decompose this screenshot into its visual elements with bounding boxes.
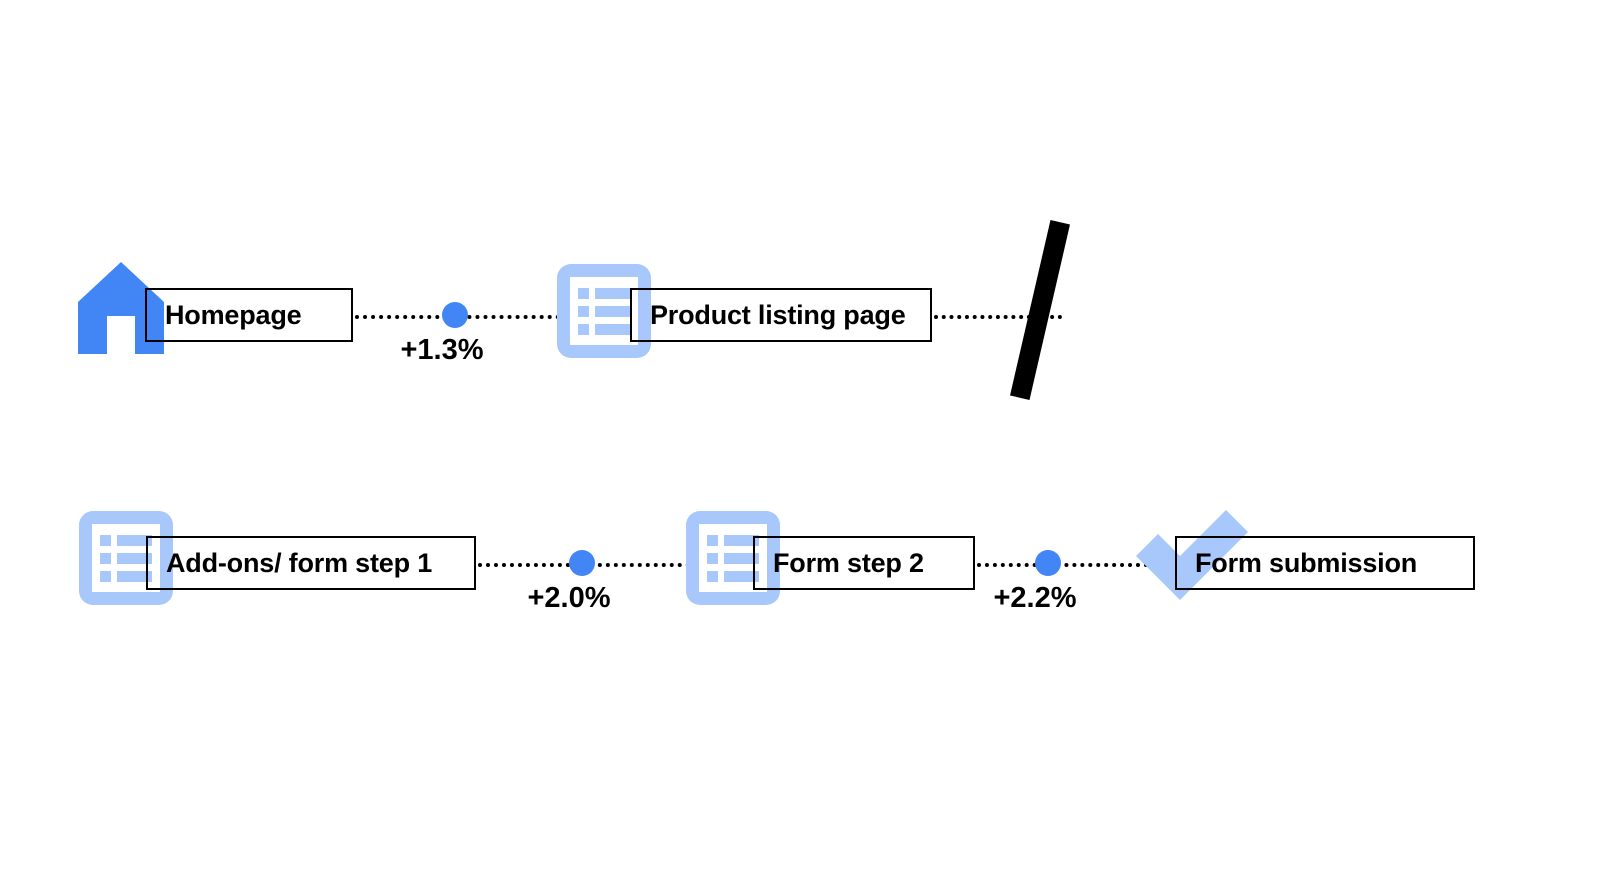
black-slash-icon [1010, 220, 1070, 400]
step-label: Homepage [165, 299, 302, 330]
step-label: Add-ons/ form step 1 [166, 547, 433, 578]
metric-value: +2.2% [993, 582, 1077, 614]
list-document-icon [686, 511, 780, 605]
step-add-ons-form-step-1[interactable]: Add-ons/ form step 1 [146, 536, 476, 590]
metric-dot [442, 302, 468, 328]
metric-value: +2.0% [527, 582, 611, 614]
step-label: Form step 2 [773, 547, 924, 578]
list-document-icon [557, 264, 651, 358]
house-icon [78, 262, 164, 354]
step-homepage[interactable]: Homepage [145, 288, 353, 342]
metric-value: +1.3% [400, 334, 484, 366]
connector-product-listing-to-next [934, 315, 1062, 319]
step-label: Form submission [1195, 547, 1418, 578]
connector-form-step-2-to-form-submission [977, 563, 1172, 567]
step-label: Product listing page [650, 299, 906, 330]
metric-dot [1035, 550, 1061, 576]
checkmark-icon [1128, 506, 1248, 616]
step-form-step-2[interactable]: Form step 2 [753, 536, 975, 590]
step-form-submission[interactable]: Form submission [1175, 536, 1475, 590]
step-product-listing-page[interactable]: Product listing page [630, 288, 932, 342]
metric-dot [569, 550, 595, 576]
list-document-icon [79, 511, 173, 605]
